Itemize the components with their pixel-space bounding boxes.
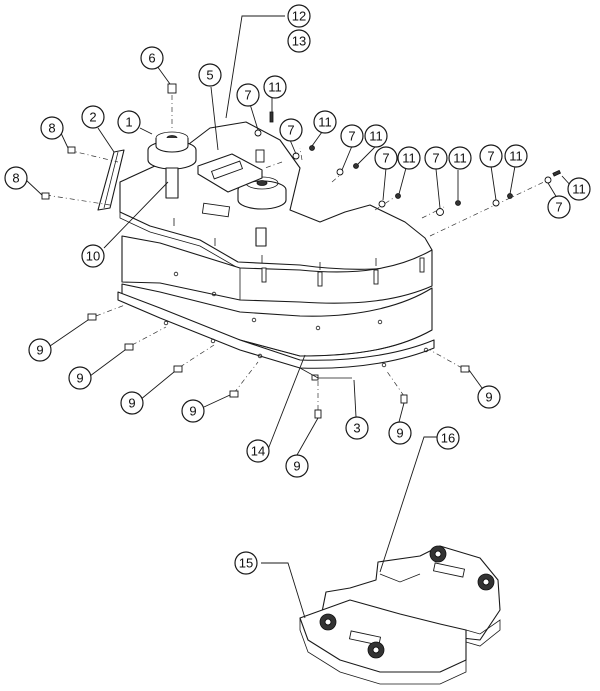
- svg-text:7: 7: [432, 151, 439, 166]
- svg-text:11: 11: [268, 80, 282, 95]
- svg-text:9: 9: [189, 404, 196, 419]
- center-lines: [45, 95, 549, 410]
- callout-13: 13: [287, 29, 311, 53]
- svg-text:13: 13: [292, 34, 306, 49]
- callout-11: 11: [504, 144, 528, 168]
- screw-hardware: [67, 146, 76, 154]
- callout-1: 1: [117, 110, 141, 134]
- callout-11: 11: [364, 124, 388, 148]
- screw-hardware: [41, 192, 50, 200]
- callout-16: 16: [436, 426, 460, 450]
- svg-text:11: 11: [509, 149, 523, 164]
- svg-text:9: 9: [293, 459, 300, 474]
- bracket: [197, 149, 265, 193]
- svg-text:7: 7: [287, 123, 294, 138]
- callout-7: 7: [424, 146, 448, 170]
- leader-lines: [25, 15, 573, 619]
- callout-9: 9: [388, 421, 412, 445]
- svg-text:14: 14: [251, 444, 265, 459]
- svg-text:11: 11: [402, 151, 416, 166]
- callout-9: 9: [181, 399, 205, 423]
- lower-bumper: [121, 283, 433, 357]
- svg-text:7: 7: [244, 88, 251, 103]
- callout-11: 11: [397, 146, 421, 170]
- callout-7: 7: [279, 118, 303, 142]
- callout-12: 12: [287, 4, 311, 28]
- svg-text:11: 11: [369, 129, 383, 144]
- hardware: [41, 83, 562, 419]
- svg-text:10: 10: [86, 249, 100, 264]
- svg-text:9: 9: [76, 371, 83, 386]
- callout-11: 11: [263, 75, 287, 99]
- svg-text:7: 7: [348, 129, 355, 144]
- svg-text:11: 11: [453, 151, 467, 166]
- callout-15: 15: [234, 551, 258, 575]
- pulley-right: [237, 176, 287, 247]
- callout-7: 7: [236, 83, 260, 107]
- svg-text:8: 8: [12, 171, 19, 186]
- callout-9: 9: [120, 391, 144, 415]
- callout-10: 10: [81, 244, 105, 268]
- callout-11: 11: [567, 177, 591, 201]
- svg-text:9: 9: [485, 390, 492, 405]
- nut-hardware: [167, 83, 177, 94]
- svg-text:7: 7: [382, 151, 389, 166]
- svg-text:1: 1: [125, 115, 132, 130]
- callout-14: 14: [246, 439, 270, 463]
- callout-9: 9: [68, 366, 92, 390]
- callout-9: 9: [28, 338, 52, 362]
- pulley-left: [147, 131, 197, 199]
- assembled-view: [299, 545, 501, 685]
- base-strip: [117, 291, 435, 381]
- svg-text:7: 7: [555, 200, 562, 215]
- callout-9: 9: [477, 385, 501, 409]
- svg-text:15: 15: [239, 556, 253, 571]
- callout-2: 2: [81, 105, 105, 129]
- svg-text:12: 12: [292, 9, 306, 24]
- svg-text:16: 16: [441, 431, 455, 446]
- svg-text:2: 2: [89, 110, 96, 125]
- callout-11: 11: [448, 146, 472, 170]
- callout-8: 8: [4, 166, 28, 190]
- side-skirt: [121, 235, 433, 304]
- svg-text:9: 9: [128, 396, 135, 411]
- callout-7: 7: [340, 124, 364, 148]
- callout-5: 5: [198, 63, 222, 87]
- callout-3: 3: [345, 416, 369, 440]
- svg-text:5: 5: [206, 68, 213, 83]
- svg-text:9: 9: [36, 343, 43, 358]
- callouts: 12 13 6 5 1 2 8 8 10 7 11 7 11 7 11 7 11…: [4, 4, 591, 575]
- svg-text:11: 11: [318, 115, 332, 130]
- svg-text:11: 11: [572, 182, 586, 197]
- svg-text:6: 6: [148, 51, 155, 66]
- callout-7: 7: [479, 144, 503, 168]
- callout-6: 6: [140, 46, 164, 70]
- svg-text:8: 8: [48, 121, 55, 136]
- svg-text:3: 3: [353, 421, 360, 436]
- callout-11: 11: [313, 110, 337, 134]
- callout-9: 9: [285, 454, 309, 478]
- callout-8: 8: [40, 116, 64, 140]
- svg-text:9: 9: [396, 426, 403, 441]
- callout-7: 7: [547, 195, 571, 219]
- callout-7: 7: [374, 146, 398, 170]
- svg-text:7: 7: [487, 149, 494, 164]
